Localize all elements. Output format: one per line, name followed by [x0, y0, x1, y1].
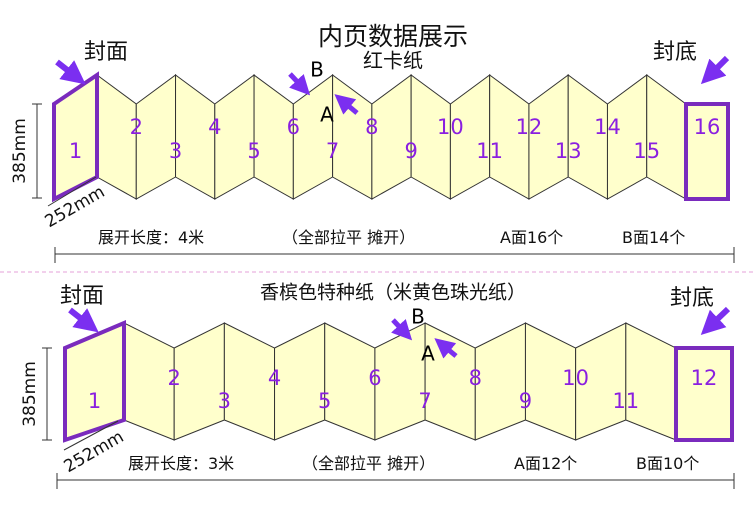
- bottom-page-number: 4: [268, 366, 281, 390]
- top-spec-label: 展开长度：4米: [98, 228, 204, 247]
- bottom-page-number: 12: [691, 366, 718, 390]
- bottom-page-number: 6: [368, 366, 381, 390]
- top-height-label: 385mm: [10, 118, 30, 184]
- bottom-page-number: 5: [318, 389, 331, 413]
- top-page-number: 3: [169, 139, 182, 163]
- top-width-dimension: [47, 176, 97, 207]
- top-page-number: 2: [130, 115, 143, 139]
- top-page-number: 9: [404, 139, 417, 163]
- top-side-b-label: B: [310, 58, 324, 82]
- bottom-panel: [474, 322, 526, 441]
- bottom-cover-board: [63, 319, 126, 443]
- bottom-panel: [274, 322, 326, 441]
- top-page-number: 1: [69, 139, 82, 163]
- bottom-back-label: 封底: [670, 286, 714, 311]
- top-page-number: 6: [287, 115, 300, 139]
- top-paper-label: 红卡纸: [363, 49, 423, 73]
- bottom-back-arrow-icon: [700, 306, 731, 335]
- top-side-b-arrow-icon: [288, 72, 311, 96]
- top-cover-board: [52, 71, 99, 203]
- top-back-arrow-icon: [700, 55, 730, 85]
- bottom-side-b-arrow-icon: [391, 318, 413, 341]
- bottom-side-a-arrow-icon: [434, 338, 458, 359]
- top-side-a-label: A: [320, 103, 334, 127]
- bottom-panel: [173, 322, 225, 441]
- top-spec-note: （全部拉平 摊开）: [282, 228, 415, 247]
- bottom-b-count: B面10个: [636, 454, 699, 473]
- bottom-page-number: 3: [218, 389, 231, 413]
- top-page-number: 12: [516, 115, 543, 139]
- top-page-number: 8: [365, 115, 378, 139]
- top-b-count: B面14个: [622, 228, 685, 247]
- bottom-page-number: 10: [562, 366, 589, 390]
- bottom-cover-arrow-icon: [68, 307, 99, 333]
- bottom-panel: [625, 322, 677, 441]
- top-page-number: 11: [476, 139, 503, 163]
- bottom-page-number: 9: [519, 389, 532, 413]
- bottom-width-dimension: [63, 420, 119, 451]
- bottom-page-number: 8: [469, 366, 482, 390]
- top-cover-arrow-icon: [55, 59, 86, 85]
- bottom-page-number: 2: [167, 366, 180, 390]
- page-title: 内页数据展示: [318, 22, 468, 51]
- bottom-panel: [374, 322, 426, 441]
- top-page-number: 7: [326, 139, 339, 163]
- bottom-spec-label: 展开长度：3米: [128, 454, 234, 473]
- top-page-number: 10: [437, 115, 464, 139]
- top-panel: [646, 74, 687, 200]
- top-page-number: 15: [633, 139, 660, 163]
- bottom-cover-label: 封面: [60, 284, 104, 309]
- bottom-spec-note: （全部拉平 摊开）: [302, 454, 435, 473]
- bottom-back-board: [674, 346, 734, 442]
- bottom-page-number: 11: [612, 389, 639, 413]
- top-page-number: 14: [594, 115, 621, 139]
- top-page-number: 16: [694, 115, 721, 139]
- top-page-number: 13: [555, 139, 582, 163]
- top-page-number: 4: [208, 115, 221, 139]
- top-back-board: [684, 102, 730, 201]
- bottom-page-number: 1: [88, 389, 101, 413]
- bottom-height-label: 385mm: [20, 361, 40, 427]
- top-panels: [52, 71, 730, 203]
- top-cover-label: 封面: [84, 40, 128, 65]
- top-side-a-arrow-icon: [334, 94, 359, 115]
- bottom-paper-label: 香槟色特种纸（米黄色珠光纸）: [260, 282, 526, 304]
- bottom-panels: [63, 319, 734, 443]
- top-page-number: 5: [247, 139, 260, 163]
- bottom-side-a-label: A: [421, 342, 435, 366]
- top-a-count: A面16个: [500, 228, 563, 247]
- top-back-label: 封底: [653, 40, 697, 65]
- bottom-side-b-label: B: [411, 305, 425, 329]
- bottom-page-number: 7: [418, 389, 431, 413]
- bottom-a-count: A面12个: [514, 454, 577, 473]
